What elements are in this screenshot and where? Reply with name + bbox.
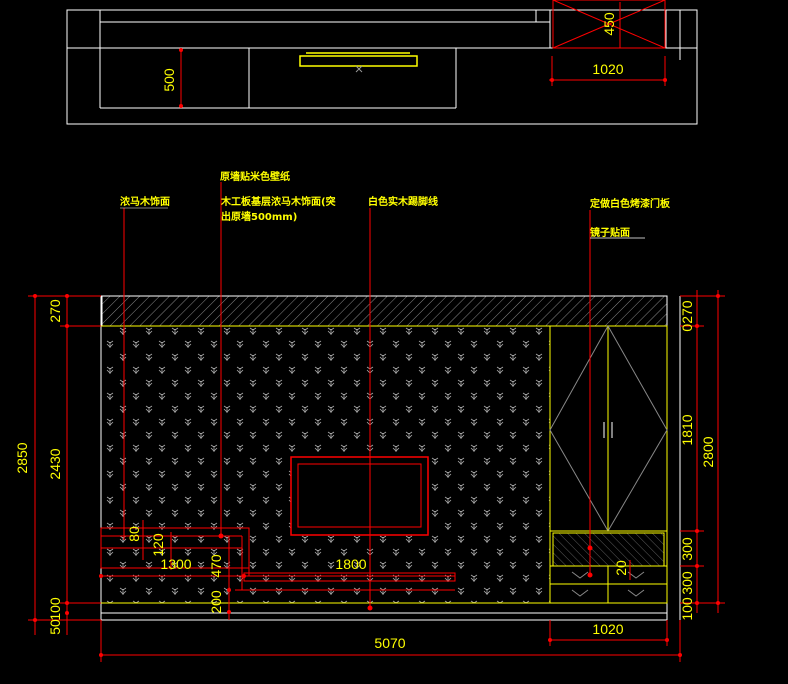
plan-dim-500-tick-2 xyxy=(179,104,183,108)
plan-cabinet xyxy=(552,0,666,49)
leader-white-dot xyxy=(367,605,373,611)
dim-r0270: 0270 xyxy=(679,300,695,331)
dim-100: 100 xyxy=(47,597,63,621)
dim-tick xyxy=(678,653,682,657)
drawer-mark xyxy=(571,571,589,579)
note-board-line2: 出原墙500mm) xyxy=(221,210,297,223)
dim-tick xyxy=(548,638,552,642)
dim-r100: 100 xyxy=(679,597,695,621)
plan-dim-1020: 1020 xyxy=(592,61,623,77)
plan-view: 500 450 1020 xyxy=(66,0,698,125)
dim-270: 270 xyxy=(47,299,63,323)
note-mirror: 镜子贴面 xyxy=(590,226,630,239)
plan-dim-1020-tick-2 xyxy=(663,78,667,82)
dim-tick xyxy=(695,324,699,328)
dim-tick xyxy=(65,324,69,328)
dim-1020b: 1020 xyxy=(592,621,623,637)
leader-cabinet-dot-2 xyxy=(587,572,593,578)
drawer-mark-2 xyxy=(627,571,645,579)
plan-dim-500-tick xyxy=(179,48,183,52)
dim-tick xyxy=(99,653,103,657)
dim-r300: 300 xyxy=(679,537,695,561)
dim-50: 50 xyxy=(47,619,63,635)
dim-2430: 2430 xyxy=(47,448,63,479)
dim-tick xyxy=(65,601,69,605)
dim-200: 200 xyxy=(208,590,224,614)
tv-screen xyxy=(297,463,422,528)
dim-tick xyxy=(695,601,699,605)
dim-r20: 20 xyxy=(613,560,629,576)
note-left-finish: 浓马木饰面 xyxy=(120,195,170,208)
dim-tick xyxy=(227,588,231,592)
dim-tick xyxy=(65,294,69,298)
dim-r1810: 1810 xyxy=(679,414,695,445)
dim-tick xyxy=(695,564,699,568)
dim-tick xyxy=(33,618,37,622)
dim-tick xyxy=(716,294,720,298)
elevation-view: 2850 2430 270 100 50 80 120 1300 470 200… xyxy=(14,170,725,662)
dim-1300: 1300 xyxy=(160,556,191,572)
drawer-mark-3 xyxy=(571,589,589,597)
dim-r300b: 300 xyxy=(679,571,695,595)
mirror-panel xyxy=(552,532,665,567)
plan-dim-450: 450 xyxy=(601,12,617,36)
dim-5070: 5070 xyxy=(374,635,405,651)
dim-2850: 2850 xyxy=(14,442,30,473)
dim-470: 470 xyxy=(208,554,224,578)
dim-tick xyxy=(227,610,231,614)
plan-cabinet-x2 xyxy=(552,0,666,49)
dim-tick xyxy=(716,601,720,605)
ceiling-hatch xyxy=(101,295,668,327)
dim-r2800: 2800 xyxy=(700,436,716,467)
note-white-line: 白色实木踢脚线 xyxy=(368,195,438,208)
dim-tick xyxy=(99,574,103,578)
dim-tick xyxy=(65,611,69,615)
plan-outline xyxy=(66,9,698,125)
plan-dim-1020-tick xyxy=(550,78,554,82)
dim-tick xyxy=(695,529,699,533)
dim-120: 120 xyxy=(150,533,166,557)
note-board-line1: 木工板基层浓马木饰面(突 xyxy=(220,195,336,208)
dim-tick xyxy=(665,638,669,642)
plan-tv xyxy=(299,55,418,67)
drawer-mark-4 xyxy=(627,589,645,597)
plan-tv-foot-2 xyxy=(355,65,363,73)
dim-1800: 1800 xyxy=(335,556,366,572)
note-cabinet: 定做白色烤漆门板 xyxy=(590,197,671,210)
leader-board-dot xyxy=(218,533,224,539)
plan-dim-500: 500 xyxy=(161,68,177,92)
note-wallpaper: 原墙贴米色壁纸 xyxy=(220,170,290,183)
leader-cabinet-dot xyxy=(587,545,593,551)
dim-80: 80 xyxy=(126,526,142,542)
dim-tick xyxy=(33,294,37,298)
